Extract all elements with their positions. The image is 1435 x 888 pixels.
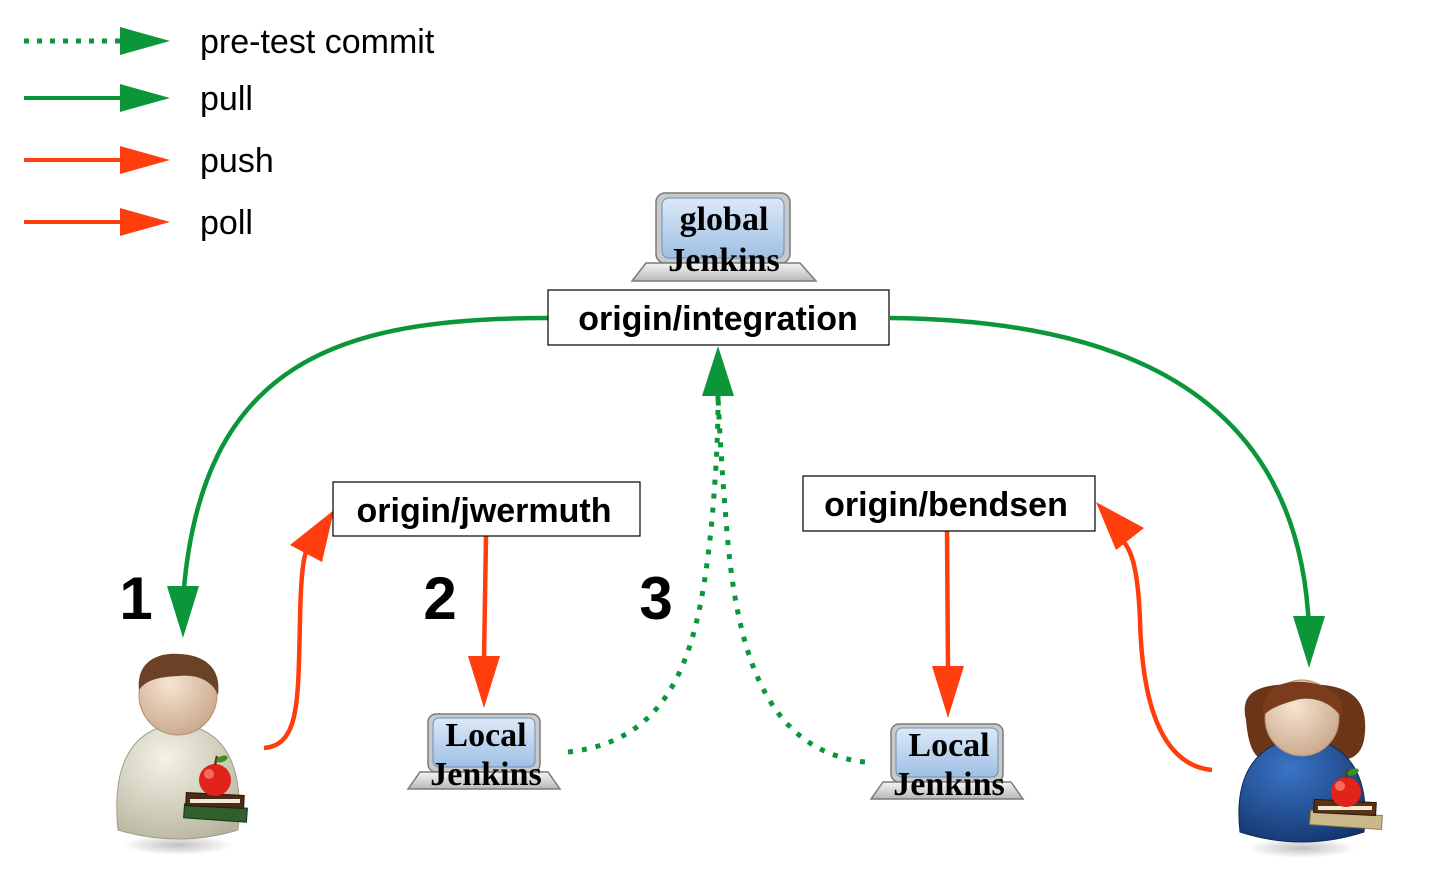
poll-arrow-left: [481, 535, 489, 661]
step-number-2: 2: [423, 565, 456, 632]
arrowhead-icon: [120, 146, 170, 174]
poll-arrow-right: [944, 530, 951, 671]
legend-push: push: [24, 142, 274, 180]
legend-pre-test-commit: pre-test commit: [24, 23, 435, 61]
step-number-3: 3: [639, 565, 672, 632]
developer-icon-left: [116, 653, 248, 855]
server-label-line2: Jenkins: [430, 756, 542, 793]
arrowhead-icon: [120, 84, 170, 112]
arrowhead-icon: [120, 27, 170, 55]
legend-poll: poll: [24, 204, 253, 242]
legend-label: pull: [200, 80, 253, 118]
server-label-line2: Jenkins: [893, 766, 1005, 803]
branch-box-integration: origin/integration: [547, 289, 890, 346]
push-arrow-left: [263, 533, 318, 751]
server-label-line2: Jenkins: [668, 242, 780, 279]
branch-box-bendsen: origin/bendsen: [802, 475, 1096, 532]
apple-icon: [199, 755, 231, 796]
arrowhead-icon: [120, 208, 170, 236]
push-arrow-right: [1120, 538, 1213, 773]
arrowhead-icon: [702, 346, 734, 396]
step-number-1: 1: [119, 565, 152, 632]
legend-label: pre-test commit: [200, 23, 435, 61]
apple-icon: [1331, 768, 1361, 807]
legend-pull: pull: [24, 80, 253, 118]
books-icon: [1309, 798, 1383, 831]
laptop-icon-local-jenkins-left: Local Jenkins: [406, 713, 562, 793]
server-label-line1: Local: [445, 717, 526, 754]
branch-label: origin/integration: [578, 300, 858, 338]
branch-box-jwermuth: origin/jwermuth: [332, 481, 641, 537]
pull-arrow-left: [180, 315, 549, 601]
arrowhead-icon: [290, 510, 334, 562]
arrowhead-icon: [468, 656, 500, 708]
legend-label: push: [200, 142, 274, 180]
laptop-icon-local-jenkins-right: Local Jenkins: [869, 723, 1025, 803]
pull-arrow-right: [889, 315, 1312, 631]
branch-label: origin/bendsen: [824, 486, 1068, 524]
arrowhead-icon: [1096, 502, 1144, 550]
developer-icon-right: [1238, 679, 1383, 858]
pre-test-commit-arrow-right: [715, 395, 866, 765]
server-label-line1: global: [680, 201, 769, 238]
arrowhead-icon: [1293, 616, 1325, 668]
branch-label: origin/jwermuth: [357, 492, 612, 530]
arrowhead-icon: [932, 666, 964, 718]
server-label-line1: Local: [908, 727, 989, 764]
books-icon: [183, 791, 248, 823]
legend-label: poll: [200, 204, 253, 242]
laptop-icon-global-jenkins: global Jenkins: [630, 192, 818, 282]
pre-test-commit-arrow-left: [567, 395, 721, 755]
legend: pre-test commit pull push poll: [24, 23, 435, 242]
arrowhead-icon: [167, 586, 199, 638]
